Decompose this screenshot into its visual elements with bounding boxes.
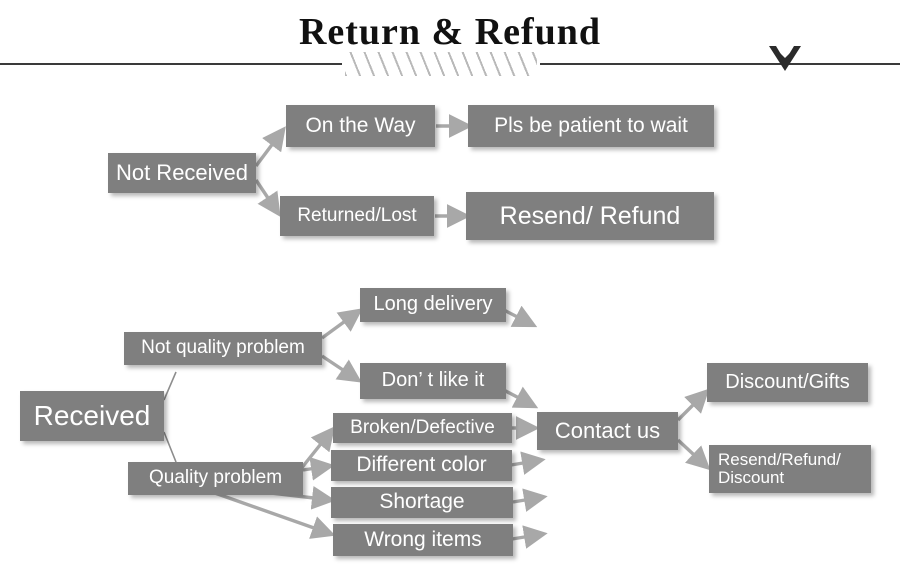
- node-label: Don’ t like it: [381, 369, 485, 392]
- node-label: Not Received: [115, 160, 249, 186]
- chevron-down-icon: [769, 46, 801, 71]
- node-label: Quality problem: [148, 467, 283, 489]
- node-pls-be-patient[interactable]: Pls be patient to wait: [468, 105, 714, 147]
- node-resend-refund-discount[interactable]: Resend/Refund/ Discount: [709, 445, 871, 493]
- node-label: On the Way: [305, 113, 416, 137]
- node-long-delivery[interactable]: Long delivery: [360, 288, 506, 322]
- node-label: Broken/Defective: [350, 416, 495, 438]
- node-resend-refund[interactable]: Resend/ Refund: [466, 192, 714, 240]
- node-not-received[interactable]: Not Received: [108, 153, 256, 193]
- node-label: Contact us: [554, 418, 661, 444]
- node-label: Wrong items: [364, 527, 482, 551]
- node-quality-problem[interactable]: Quality problem: [128, 462, 303, 495]
- node-label: Pls be patient to wait: [494, 113, 688, 137]
- page-title: Return & Refund: [298, 11, 602, 53]
- node-shortage[interactable]: Shortage: [331, 487, 513, 518]
- node-on-the-way[interactable]: On the Way: [286, 105, 435, 147]
- header-hatch-ornament: [345, 52, 537, 76]
- header-rule-left: [0, 63, 342, 65]
- node-different-color[interactable]: Different color: [331, 450, 512, 481]
- node-label: Shortage: [379, 490, 465, 514]
- node-contact-us[interactable]: Contact us: [537, 412, 678, 450]
- node-label: Resend/ Refund: [499, 201, 681, 230]
- header-rule-right: [540, 63, 900, 65]
- node-label: Long delivery: [373, 293, 493, 316]
- node-returned-lost[interactable]: Returned/Lost: [280, 196, 434, 236]
- node-received[interactable]: Received: [20, 391, 164, 441]
- node-label: Different color: [356, 453, 487, 477]
- node-label: Returned/Lost: [297, 204, 417, 226]
- node-dont-like-it[interactable]: Don’ t like it: [360, 363, 506, 399]
- node-not-quality-problem[interactable]: Not quality problem: [124, 332, 322, 365]
- node-discount-gifts[interactable]: Discount/Gifts: [707, 363, 868, 402]
- node-label: Received: [33, 399, 151, 431]
- node-label: Resend/Refund/ Discount: [718, 449, 841, 487]
- node-wrong-items[interactable]: Wrong items: [333, 524, 513, 556]
- node-label: Discount/Gifts: [725, 370, 850, 393]
- node-label: Not quality problem: [141, 337, 305, 359]
- node-broken-defective[interactable]: Broken/Defective: [333, 413, 512, 443]
